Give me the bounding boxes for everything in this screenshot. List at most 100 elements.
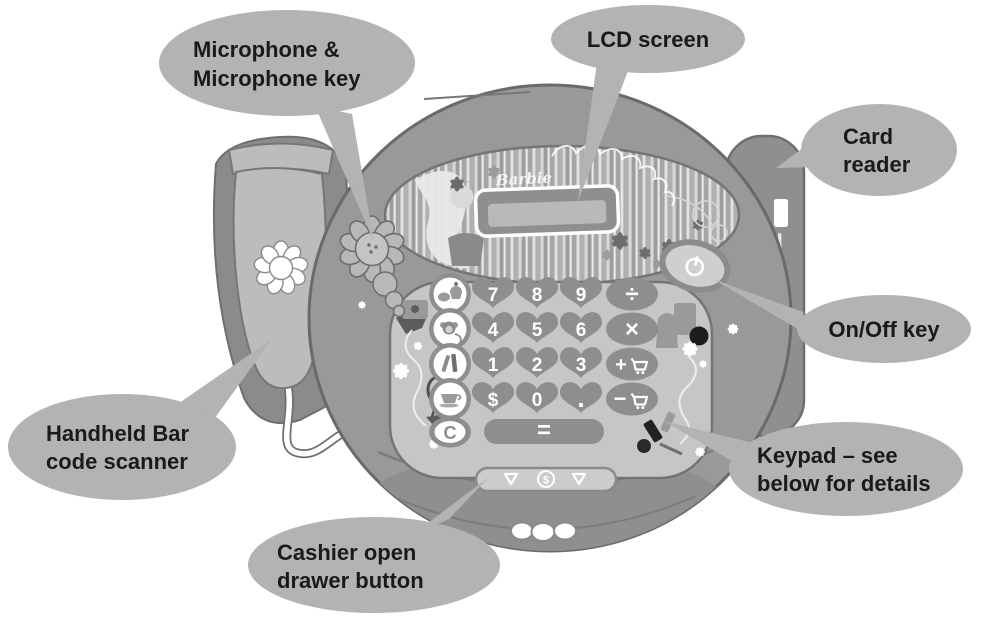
- sparkle-icon: [727, 323, 739, 335]
- cap-icon: [689, 326, 709, 346]
- callout-label: LCD screen: [587, 27, 709, 52]
- clear-key[interactable]: C: [429, 416, 471, 448]
- lcd-panel: Barbie: [383, 144, 741, 286]
- key-3[interactable]: 3: [560, 347, 602, 378]
- key-1[interactable]: 1: [472, 347, 514, 378]
- down-triangle-icon: [503, 472, 519, 486]
- key-2[interactable]: 2: [516, 347, 558, 378]
- mode-key-teacup[interactable]: [429, 378, 471, 420]
- callout-on-off: On/Off key: [797, 295, 971, 363]
- mode-keys: C: [429, 273, 471, 448]
- tail-lcd: [578, 62, 630, 201]
- divide-key[interactable]: ÷: [606, 277, 658, 311]
- tail-microphone: [315, 106, 374, 242]
- monkey-icon: [440, 321, 462, 344]
- open-drawer-button[interactable]: $: [474, 466, 618, 493]
- callout-label: Microphone key: [193, 66, 361, 91]
- callout-label: below for details: [757, 471, 931, 496]
- cupcake-icon: [438, 282, 462, 302]
- scanner-flower-button[interactable]: [253, 240, 309, 296]
- callout-card-reader: Card reader: [801, 104, 957, 196]
- scallop-decor: [551, 144, 675, 207]
- down-triangle-icon: [571, 472, 587, 486]
- key-6[interactable]: 6: [560, 312, 602, 343]
- sparkle-icon: [358, 301, 366, 309]
- svg-text:÷: ÷: [625, 281, 638, 308]
- dollar-circle-icon: $: [537, 470, 555, 488]
- power-key[interactable]: [653, 232, 736, 301]
- drawer-hinge: [510, 521, 577, 542]
- key-7[interactable]: 7: [472, 277, 514, 308]
- lcd-screen: [473, 184, 621, 238]
- equals-key[interactable]: =: [484, 417, 604, 444]
- dress-form-icon: [656, 313, 678, 348]
- svg-text:$: $: [543, 475, 549, 487]
- callout-label: Keypad – see: [757, 443, 898, 468]
- operator-keys: ÷ × + −: [606, 277, 658, 416]
- flower-stem-dots: [372, 271, 406, 318]
- key-8[interactable]: 8: [516, 277, 558, 308]
- svg-text:3: 3: [576, 355, 587, 376]
- lipstick-icon: [637, 411, 683, 456]
- add-to-cart-key[interactable]: +: [606, 347, 658, 381]
- mode-key-monkey[interactable]: [429, 308, 471, 350]
- callout-cashier: Cashier open drawer button: [248, 517, 500, 613]
- callout-label: Microphone &: [193, 37, 340, 62]
- svg-text:1: 1: [488, 355, 499, 376]
- callout-scanner: Handheld Bar code scanner: [8, 394, 236, 500]
- svg-text:−: −: [614, 386, 627, 411]
- scanner-cord: [282, 381, 361, 459]
- svg-text:×: ×: [625, 316, 639, 343]
- mode-key-food[interactable]: [429, 273, 471, 315]
- svg-text:4: 4: [488, 320, 499, 341]
- callout-keypad: Keypad – see below for details: [729, 422, 963, 516]
- callout-microphone: Microphone & Microphone key: [159, 10, 415, 116]
- svg-text:=: =: [537, 417, 551, 444]
- pencils-icon: [441, 353, 458, 373]
- flower-petals: [339, 215, 405, 283]
- svg-text:7: 7: [488, 285, 499, 306]
- dome-seam: [423, 91, 531, 100]
- remove-from-cart-key[interactable]: −: [606, 382, 658, 416]
- svg-text:5: 5: [532, 320, 543, 341]
- key-0[interactable]: 0: [516, 382, 558, 413]
- teacup-icon: [439, 394, 462, 408]
- microphone-holes-icon: [367, 243, 378, 254]
- barbie-artwork: [415, 170, 484, 269]
- svg-text:0: 0: [532, 390, 543, 411]
- callout-label: code scanner: [46, 449, 188, 474]
- handheld-scanner[interactable]: [212, 135, 361, 459]
- multiply-key[interactable]: ×: [606, 312, 658, 346]
- barbie-logo: Barbie: [494, 169, 552, 190]
- callout-label: On/Off key: [828, 317, 940, 342]
- tail-on-off: [713, 279, 808, 335]
- svg-text:2: 2: [532, 355, 543, 376]
- svg-text:.: .: [577, 383, 584, 413]
- callout-label: Card: [843, 124, 893, 149]
- tail-cashier: [412, 477, 489, 535]
- key-dollar[interactable]: $: [472, 382, 514, 413]
- key-9[interactable]: 9: [560, 277, 602, 308]
- svg-text:8: 8: [532, 285, 543, 306]
- key-5[interactable]: 5: [516, 312, 558, 343]
- clear-key-label: C: [444, 423, 457, 443]
- key-decimal[interactable]: .: [560, 382, 602, 413]
- card-slot[interactable]: [774, 199, 788, 227]
- keypad: C 7 8 9 4 5 6 1 2 3 $: [388, 273, 714, 480]
- callout-lcd: LCD screen: [551, 5, 745, 73]
- digit-keys: 7 8 9 4 5 6 1 2 3 $ 0 .: [472, 277, 602, 413]
- perfume-bottle-icon: [674, 303, 696, 335]
- svg-text:$: $: [488, 390, 499, 411]
- callout-label: Handheld Bar: [46, 421, 189, 446]
- svg-text:9: 9: [576, 285, 587, 306]
- fashion-art-right: [637, 303, 709, 457]
- key-4[interactable]: 4: [472, 312, 514, 343]
- mode-key-stationery[interactable]: [429, 343, 471, 385]
- callout-label: reader: [843, 152, 911, 177]
- svg-text:+: +: [615, 354, 627, 376]
- microphone-key[interactable]: [338, 215, 406, 318]
- callout-label: drawer button: [277, 568, 424, 593]
- svg-text:6: 6: [576, 320, 587, 341]
